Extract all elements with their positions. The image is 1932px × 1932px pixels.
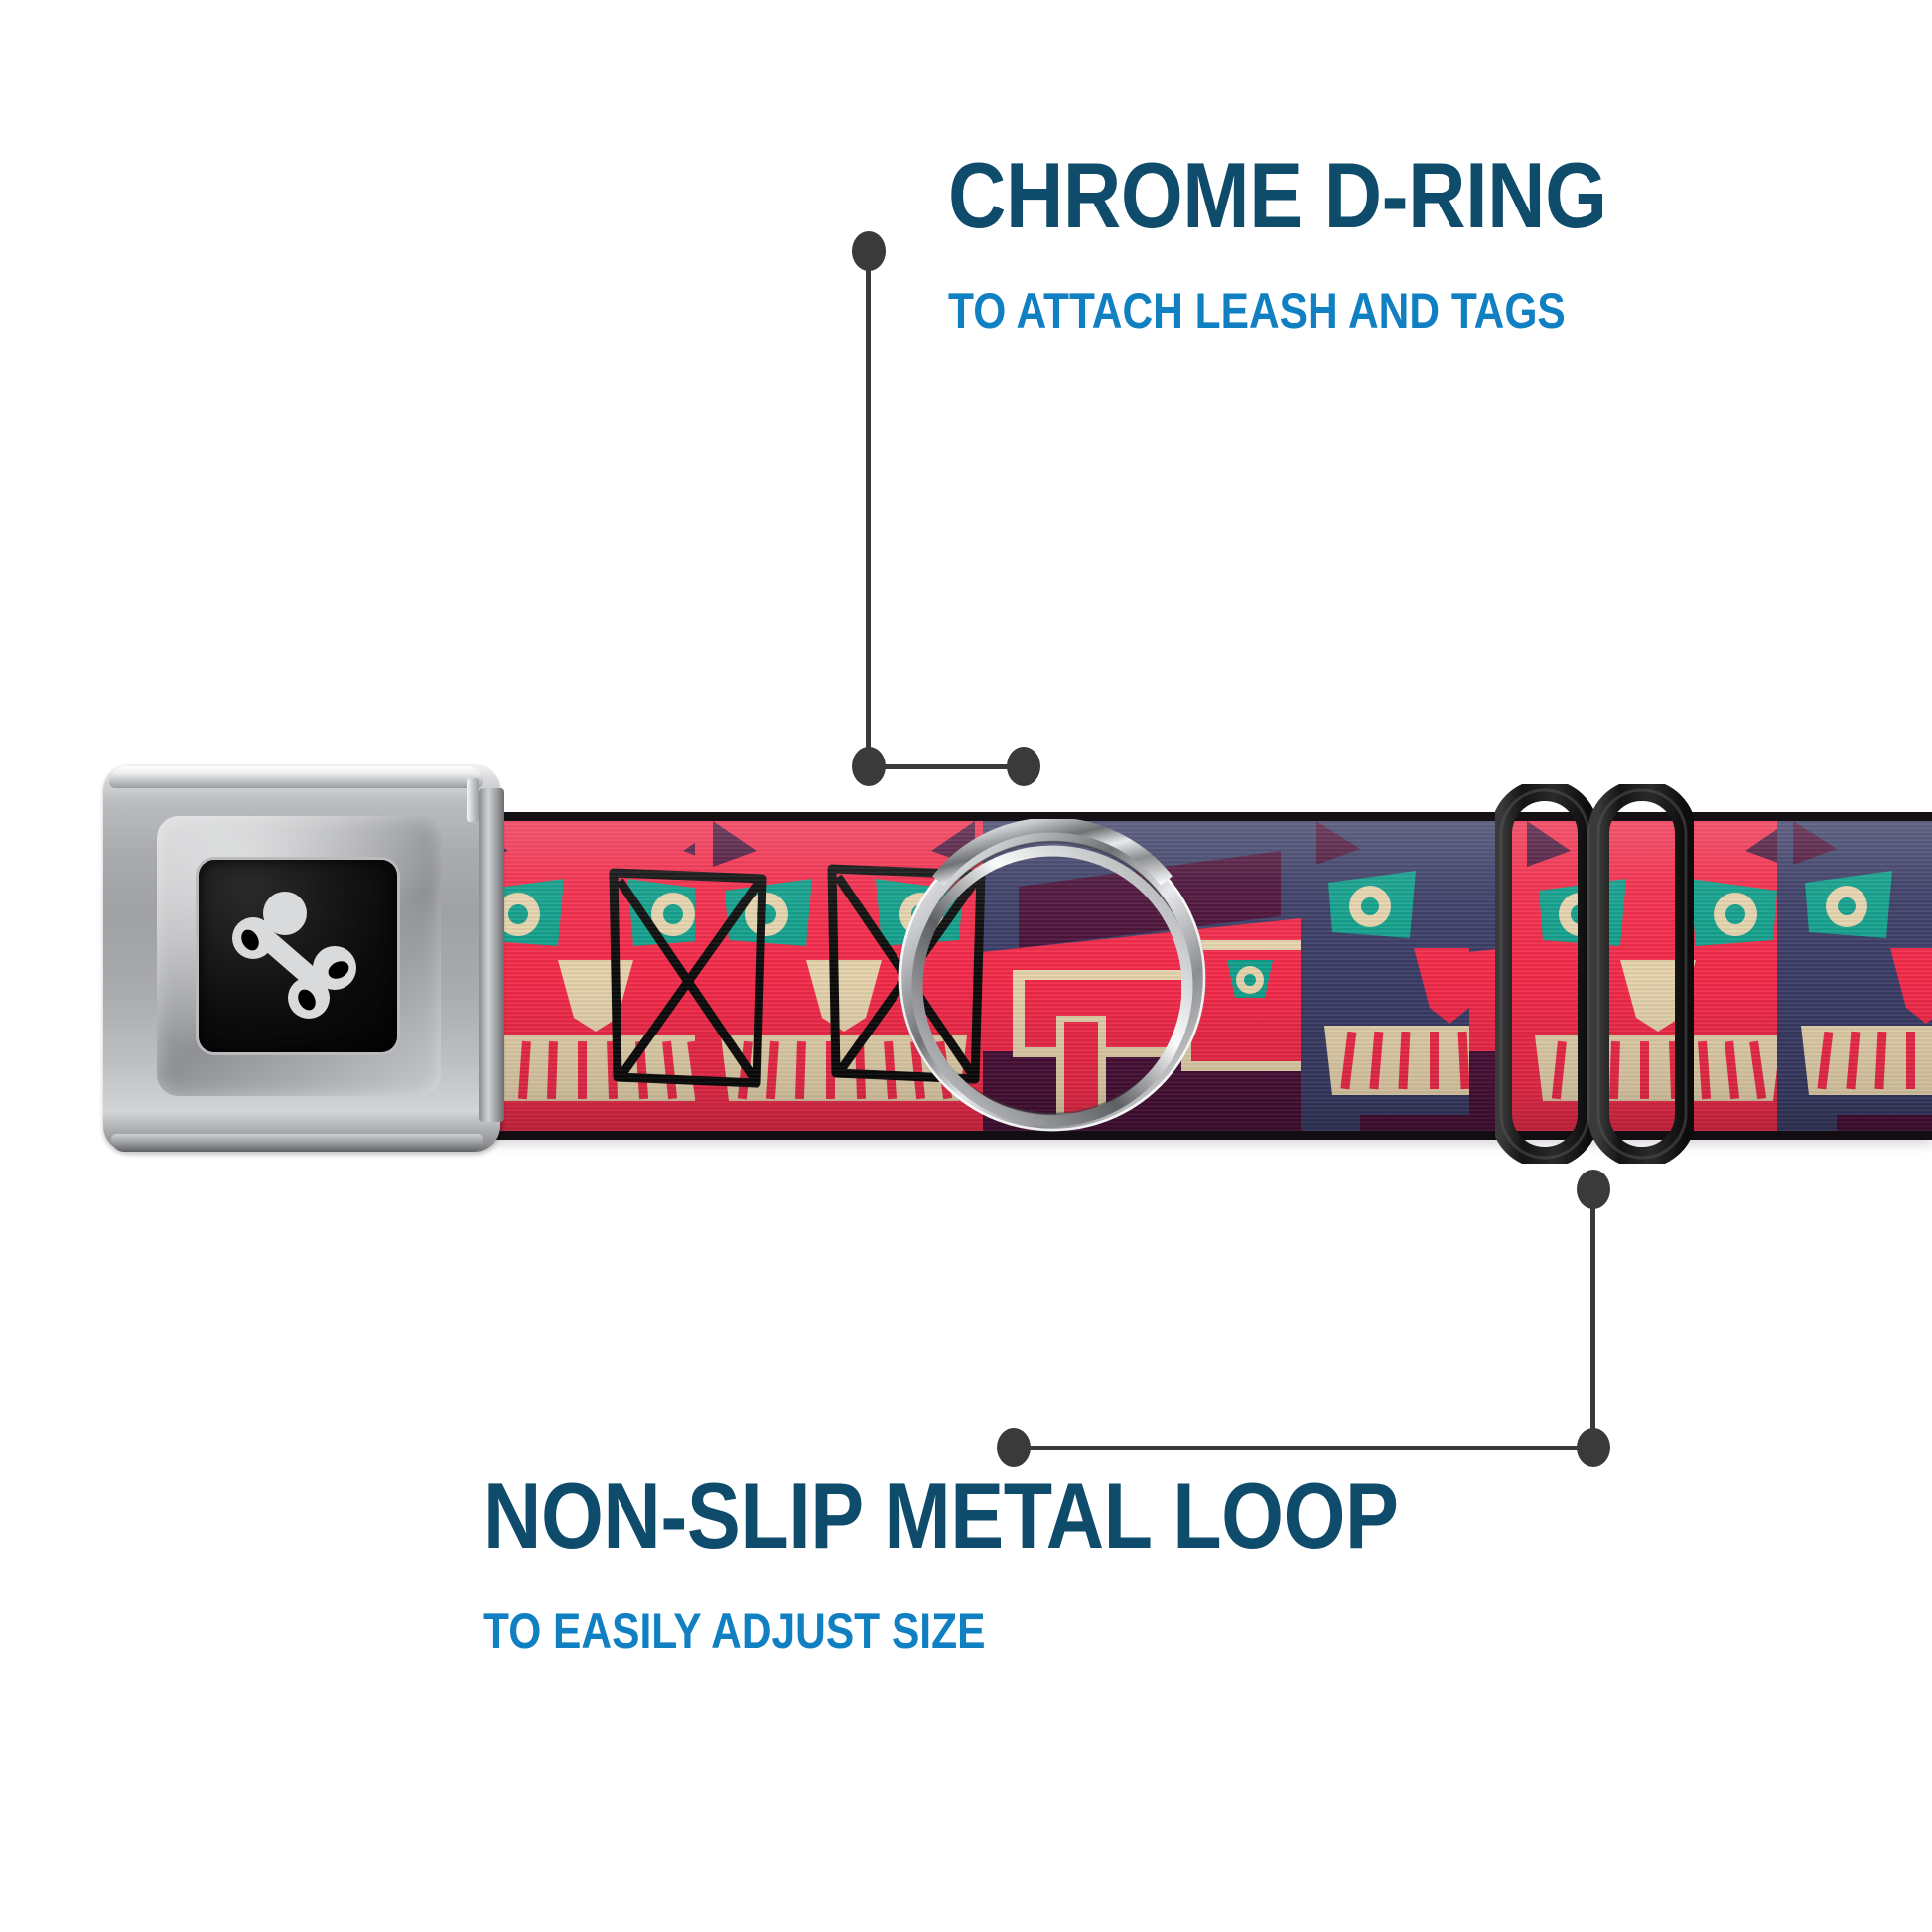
non-slip-metal-loop-shape [1495,784,1694,1164]
callout-non-slip-metal-loop-title: NON-SLIP METAL LOOP [483,1463,1399,1568]
callout-chrome-d-ring-subtitle: TO ATTACH LEASH AND TAGS [948,283,1566,339]
chrome-d-ring[interactable] [898,819,1206,1137]
buckle-hinge-notch [467,778,479,822]
leader-dot-target-dring [1007,747,1040,786]
leader-line-vertical-top [866,251,871,767]
callout-chrome-d-ring-title: CHROME D-RING [948,143,1607,247]
leader-line-horizontal-top [866,764,1035,769]
callout-non-slip-metal-loop-subtitle: TO EASILY ADJUST SIZE [483,1603,986,1659]
chrome-seatbelt-buckle[interactable] [103,764,504,1152]
leader-dot-elbow-bottom [1577,1428,1610,1467]
leader-dot-elbow-top [852,747,886,786]
buckle-top-lip [109,766,483,788]
bone-icon [232,892,356,1019]
non-slip-metal-loop[interactable] [1495,784,1694,1164]
leader-line-horizontal-bottom [1013,1446,1593,1450]
leader-dot-bottom [997,1428,1031,1467]
leader-line-vertical-bottom [1590,1189,1595,1449]
buckle-hinge [479,788,504,1122]
chrome-d-ring-shape [898,819,1206,1132]
buckle-emblem-window [199,860,397,1052]
buckle-bottom-lip [111,1134,483,1152]
